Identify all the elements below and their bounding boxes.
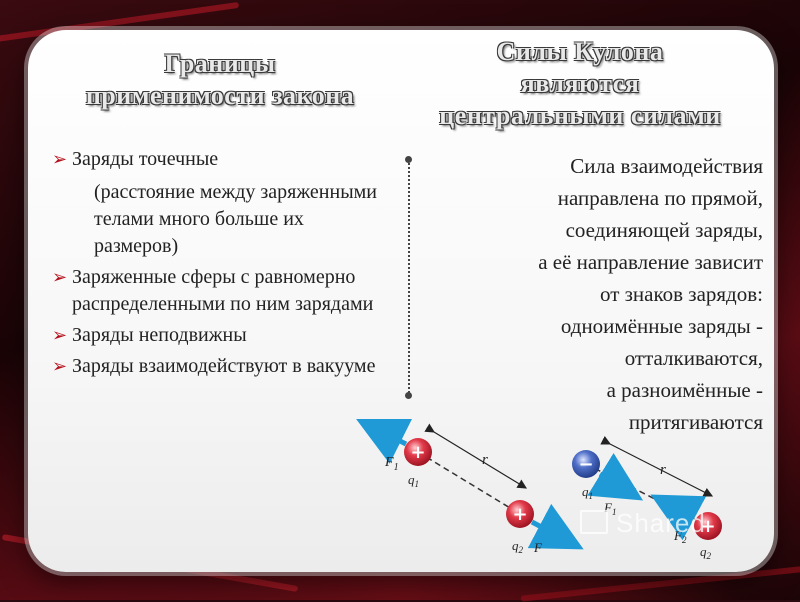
- left-header-line1: Границы: [164, 49, 276, 78]
- condition-text: Заряды точечные: [72, 148, 219, 170]
- positive-charge-bottom: [506, 500, 534, 528]
- dotted-divider: [408, 160, 410, 396]
- force-arrow-bottom: [527, 503, 584, 550]
- explanation-line: от знаков зарядов:: [599, 282, 763, 306]
- condition-note: (расстояние между заряженными телами мно…: [94, 181, 378, 257]
- explanation-line: Сила взаимодействия: [570, 154, 763, 178]
- presentation-icon: [580, 510, 608, 534]
- distance-arrow: [600, 435, 714, 497]
- arrow-bullet-icon: ➢: [52, 325, 68, 346]
- left-diagram: r + F1 q1 + q2 F: [356, 419, 584, 555]
- explanation-line: отталкиваются,: [624, 346, 763, 370]
- right-header-line2: являются: [520, 69, 640, 98]
- explanation-line: а её направление зависит: [538, 250, 763, 274]
- condition-text: Заряды неподвижны: [72, 324, 247, 346]
- force-label: F: [533, 540, 543, 555]
- left-header: Границы применимости закона: [50, 48, 390, 112]
- distance-label: r: [660, 462, 666, 478]
- charge-sign: +: [410, 442, 425, 463]
- divider-end-dot: [405, 392, 412, 399]
- positive-charge: [694, 512, 722, 540]
- distance-label: r: [482, 452, 488, 468]
- right-header: Силы Кулона являются центральными силами: [400, 36, 760, 132]
- explanation-text: Сила взаимодействия направлена по прямой…: [433, 150, 763, 438]
- force-label: F1: [384, 455, 399, 473]
- charge-label: q1: [408, 472, 419, 489]
- arrow-bullet-icon: ➢: [52, 356, 68, 377]
- charge-sign: +: [700, 516, 715, 537]
- charge-label: q2: [512, 538, 524, 555]
- condition-text: Заряженные сферы с равномерно распределе…: [72, 266, 374, 315]
- explanation-line: а разноимённые -: [606, 378, 763, 402]
- slide-card: Границы применимости закона Силы Кулона …: [28, 30, 774, 572]
- charge-label: q2: [700, 544, 712, 561]
- right-header-line3: центральными силами: [439, 101, 721, 130]
- charge-sign: +: [512, 504, 527, 525]
- watermark: Shared: [580, 508, 706, 539]
- distance-line: [417, 451, 521, 515]
- arrow-bullet-icon: ➢: [52, 267, 68, 288]
- list-item: ➢ Заряды неподвижны: [52, 322, 392, 349]
- list-item: ➢ Заряженные сферы с равномерно распреде…: [52, 264, 392, 318]
- force-arrow-top: [356, 419, 413, 464]
- left-header-line2: применимости закона: [85, 81, 355, 110]
- force-label: F2: [673, 528, 687, 545]
- right-header-line1: Силы Кулона: [496, 37, 664, 66]
- condition-text: Заряды взаимодействуют в вакууме: [72, 355, 376, 377]
- force-label: F1: [603, 500, 616, 517]
- charge-label: q1: [582, 484, 593, 501]
- force-arrow-top: [587, 452, 644, 501]
- negative-charge: [572, 450, 600, 478]
- arrow-bullet-icon: ➢: [52, 149, 68, 170]
- charge-sign: −: [578, 454, 593, 475]
- divider-end-dot: [405, 156, 412, 163]
- force-arrow-bottom: [650, 494, 707, 541]
- conditions-list: ➢ Заряды точечные (расстояние между заря…: [52, 146, 392, 384]
- list-item: ➢ Заряды точечные (расстояние между заря…: [52, 146, 392, 260]
- explanation-line: одноимённые заряды -: [560, 314, 763, 338]
- explanation-line: притягиваются: [628, 410, 763, 434]
- positive-charge-top: [404, 438, 432, 466]
- right-diagram: r − q1 F1 + F2 q2: [572, 435, 722, 561]
- list-item: ➢ Заряды взаимодействуют в вакууме: [52, 353, 392, 380]
- explanation-line: направлена по прямой,: [557, 186, 763, 210]
- watermark-text: Shared: [616, 508, 706, 538]
- distance-arrow: [424, 423, 528, 489]
- explanation-line: соединяющей заряды,: [565, 218, 763, 242]
